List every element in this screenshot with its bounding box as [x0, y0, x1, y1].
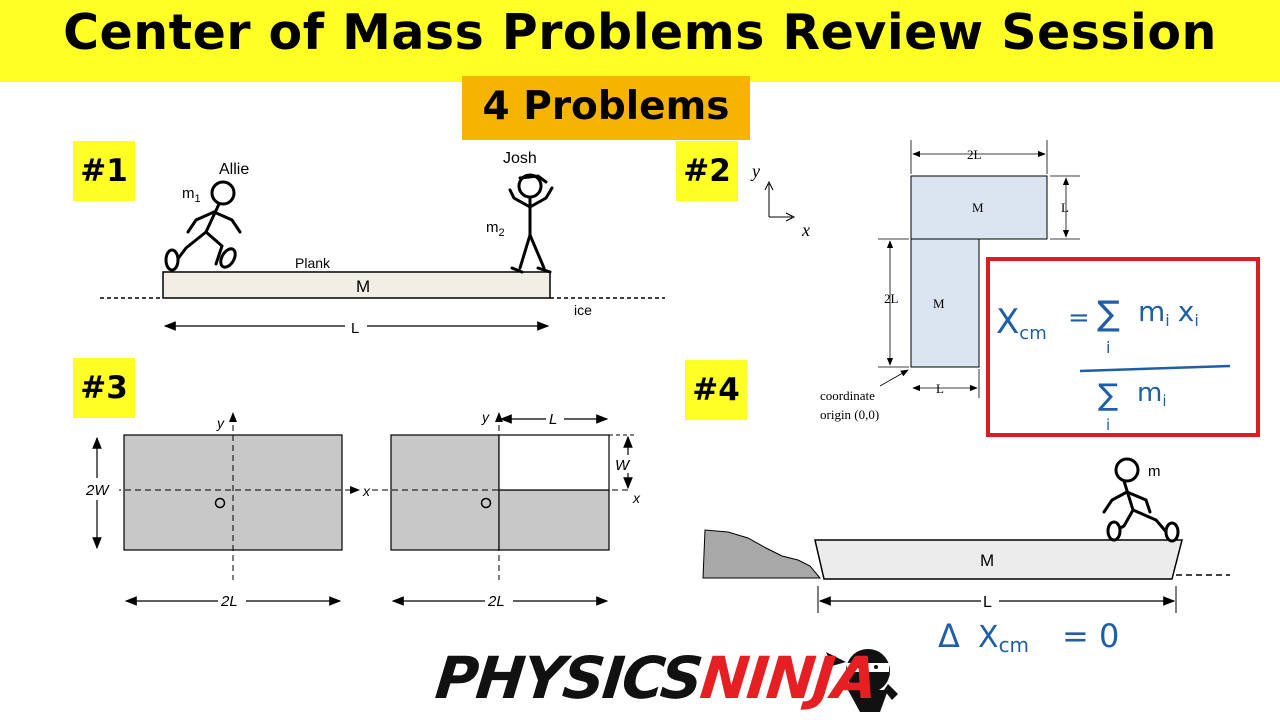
rect2-cut-width-label: L — [549, 411, 557, 428]
boat-length-label: L — [983, 594, 992, 611]
formula-numerator-x: x — [1178, 295, 1195, 328]
cut-rectangle-bottom-right — [498, 489, 610, 551]
bottom-block-mass: M — [933, 296, 945, 311]
problem-2-label: #2 — [676, 141, 738, 201]
result-sub: cm — [999, 633, 1029, 657]
formula-sum-bottom-index: i — [1106, 416, 1110, 434]
problem-3-label: #3 — [73, 358, 135, 418]
bottom-block — [910, 238, 980, 368]
svg-text:mi: mi — [1137, 378, 1167, 410]
formula-sum-top-index: i — [1106, 338, 1110, 357]
rect2-cut-height-label: W — [615, 457, 631, 474]
svg-text:Xcm: Xcm — [978, 620, 1029, 657]
subtitle: 4 Problems — [482, 84, 730, 129]
person-mass-label: m — [1148, 463, 1161, 480]
rect2-y-label: y — [481, 409, 490, 425]
formula-lhs: X — [996, 302, 1019, 342]
brand-part1: PHYSICS — [432, 644, 705, 712]
ninja-mascot-icon — [826, 649, 898, 712]
result-x: X — [978, 620, 999, 655]
problem-4-figure: M L m Δ Xcm = 0 — [702, 457, 1230, 657]
top-block-mass: M — [972, 200, 984, 215]
problem-1-figure: M Plank ice L Allie m1 — [100, 150, 665, 337]
allie-mass-sub: 1 — [195, 193, 201, 205]
bottom-width-label: L — [936, 381, 944, 396]
plank-length-label: L — [351, 320, 359, 337]
rect2-width-label: 2L — [487, 593, 505, 610]
axis-x-label-2: x — [801, 220, 810, 240]
boat — [814, 539, 1183, 580]
rect1-width-label: 2L — [220, 593, 238, 610]
allie-mass-label: m — [182, 185, 195, 202]
cut-rectangle-removed — [498, 434, 610, 491]
problem-3-figure: y x 2W 2L y x L W 2L — [85, 409, 641, 610]
bottom-height-label: 2L — [884, 291, 899, 306]
full-rectangle — [123, 434, 343, 551]
top-width-label: 2L — [967, 147, 982, 162]
formula-sum-top: ∑ — [1097, 294, 1120, 334]
allie-figure — [164, 180, 242, 272]
svg-text:Xcm: Xcm — [996, 302, 1047, 344]
page-title: Center of Mass Problems Review Session — [63, 4, 1217, 61]
formula-denominator-sub: i — [1162, 392, 1166, 410]
brand-logo: PHYSICSNINJA — [432, 643, 879, 713]
josh-label: Josh — [503, 150, 537, 167]
plank-mass-label: M — [356, 277, 370, 296]
rect2-x-label: x — [632, 490, 641, 506]
josh-mass-label: m — [486, 219, 499, 236]
origin-label-line2: origin (0,0) — [820, 407, 879, 422]
brand-part2: NINJA — [697, 644, 880, 712]
formula-equals: = — [1068, 303, 1090, 333]
plank — [162, 271, 551, 299]
subtitle-box — [462, 76, 750, 140]
title-bar — [0, 0, 1280, 82]
formula-lhs-sub: cm — [1019, 323, 1046, 344]
result-delta: Δ — [938, 617, 960, 655]
shore — [702, 529, 822, 579]
rect1-y-label: y — [216, 415, 225, 431]
josh-figure — [508, 173, 554, 274]
formula-numerator-sub2: i — [1194, 311, 1198, 330]
cut-rectangle-left — [390, 434, 500, 551]
boat-person-figure — [1102, 457, 1180, 543]
ice-label: ice — [574, 302, 592, 318]
axis-y-label-2: y — [750, 161, 760, 181]
formula-sum-bottom: ∑ — [1098, 378, 1118, 413]
rect1-height-label: 2W — [85, 482, 110, 499]
result-rhs: = 0 — [1062, 617, 1119, 655]
svg-text:m2: m2 — [486, 219, 505, 239]
boat-mass-label: M — [980, 551, 994, 570]
svg-text:m1: m1 — [182, 185, 201, 205]
problem-2-figure: y x M M 2L L 2L L coordinate origin (0,0… — [750, 140, 1080, 422]
problem-1-label: #1 — [73, 141, 135, 201]
origin-label-line1: coordinate — [820, 388, 875, 403]
plank-label: Plank — [295, 255, 331, 271]
allie-label: Allie — [219, 161, 249, 178]
formula-numerator-sub1: i — [1165, 311, 1169, 330]
problem-4-label: #4 — [685, 360, 747, 420]
rect1-x-label: x — [362, 483, 371, 499]
formula-numerator-m: m — [1138, 295, 1165, 328]
formula-denominator-m: m — [1137, 378, 1162, 408]
top-height-label: L — [1061, 200, 1069, 215]
josh-mass-sub: 2 — [499, 227, 505, 239]
